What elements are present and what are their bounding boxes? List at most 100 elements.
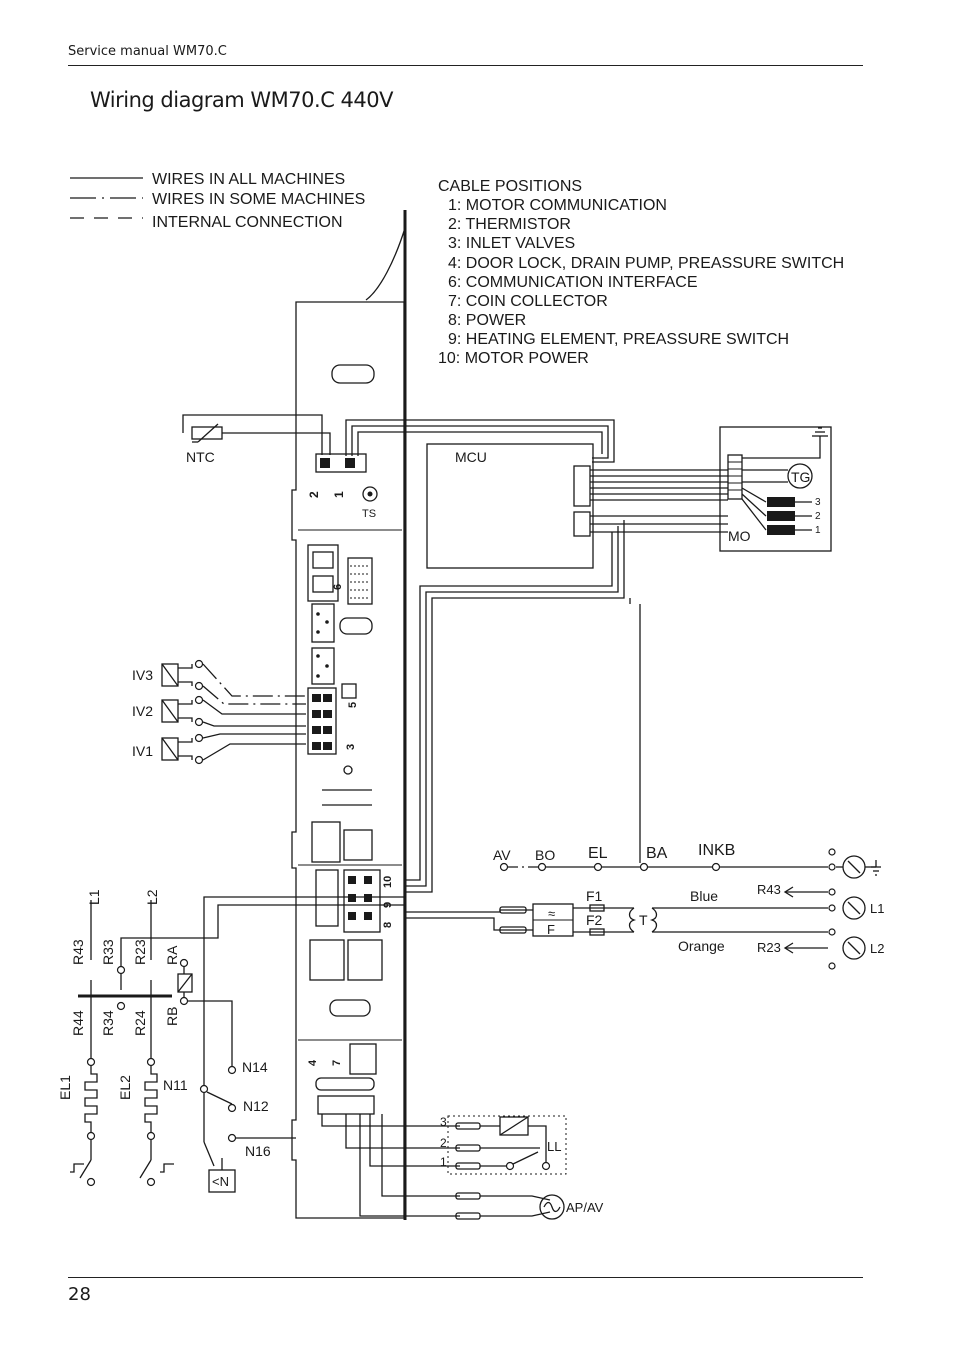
iv1-label: IV1 bbox=[132, 743, 153, 759]
l1-left-label: L1 bbox=[86, 889, 102, 905]
ll-label: LL bbox=[547, 1139, 561, 1154]
r44-label: R44 bbox=[70, 1010, 86, 1036]
ntc-resistor bbox=[191, 426, 223, 440]
n14-label: N14 bbox=[242, 1059, 268, 1075]
mcu-unit: MCU bbox=[345, 419, 728, 893]
pcb-label-4: 4 bbox=[307, 1059, 319, 1066]
fuse-f2 bbox=[589, 928, 605, 936]
connector-pin bbox=[312, 575, 334, 593]
legend-label-some: WIRES IN SOME MACHINES bbox=[152, 191, 365, 208]
t-label: T bbox=[639, 912, 648, 928]
inlet-valves: IV3 IV2 IV1 bbox=[132, 659, 306, 765]
pcb-component bbox=[343, 829, 373, 861]
cable-positions: CABLE POSITIONS 1: MOTOR COMMUNICATION 2… bbox=[438, 178, 844, 367]
cable-position-item: 7: COIN COLLECTOR bbox=[448, 293, 608, 310]
el2-label: EL2 bbox=[117, 1075, 133, 1100]
motor-box bbox=[719, 426, 832, 552]
iv2-label: IV2 bbox=[132, 703, 153, 719]
pcb-label-10: 10 bbox=[382, 876, 394, 888]
mo-terminal-3: 3 bbox=[815, 497, 821, 508]
connector-coin-collector bbox=[311, 603, 335, 643]
motor-winding-2 bbox=[767, 511, 795, 521]
connector-coin-collector bbox=[311, 647, 335, 685]
ts-label: TS bbox=[362, 508, 376, 520]
pcb-relay bbox=[331, 364, 375, 384]
mains-supply: L1 R43 L2 R23 Blue Orange T ≈ F F1 F2 bbox=[405, 848, 884, 970]
f1-label: F1 bbox=[586, 888, 603, 904]
pcb-label-1: 1 bbox=[332, 491, 346, 498]
n11-label: N11 bbox=[163, 1077, 188, 1093]
door-lock-enclosure bbox=[447, 1115, 567, 1175]
pcb-label-8: 8 bbox=[382, 922, 394, 928]
rb-label: RB bbox=[164, 1007, 180, 1026]
n12-label: N12 bbox=[243, 1098, 269, 1114]
el-label: EL bbox=[588, 845, 608, 862]
pcb-component bbox=[315, 869, 339, 927]
ll-pin-3: 3 bbox=[440, 1115, 447, 1129]
pcb-component bbox=[311, 821, 341, 863]
ba-label: BA bbox=[646, 845, 668, 862]
connector-thermistor bbox=[315, 453, 367, 473]
motor-winding-3 bbox=[767, 497, 795, 507]
heating-section: L1 L2 R43 R33 R23 RA R44 R34 R24 RB N14 bbox=[57, 889, 405, 1193]
mcu-connector-top bbox=[573, 465, 591, 507]
l2-left-label: L2 bbox=[144, 889, 160, 905]
n16-label: N16 bbox=[245, 1143, 271, 1159]
pressure-switch-label: <N bbox=[212, 1174, 229, 1189]
ra-label: RA bbox=[164, 945, 180, 965]
pcb-label-2: 2 bbox=[307, 491, 321, 498]
drain-pump-icon bbox=[539, 1194, 565, 1220]
fuse-f1 bbox=[589, 904, 605, 912]
main-pcb: 2 1 TS 6 5 3 bbox=[291, 210, 407, 1220]
pcb-relay-large bbox=[347, 939, 383, 981]
ts-sensor-icon bbox=[362, 486, 378, 502]
cable-position-item: 8: POWER bbox=[448, 312, 526, 329]
mo-label: MO bbox=[728, 528, 751, 544]
tacho-generator-icon bbox=[787, 463, 813, 489]
cable-position-item: 3: INLET VALVES bbox=[448, 235, 575, 252]
f2-label: F2 bbox=[586, 912, 603, 928]
motor-winding-1 bbox=[767, 525, 795, 535]
wire-connector bbox=[499, 906, 527, 914]
mo-terminal-2: 2 bbox=[815, 511, 821, 522]
valve-iv2-coil bbox=[161, 699, 179, 723]
connector-pin bbox=[312, 551, 334, 569]
pcb-label-5: 5 bbox=[347, 702, 359, 708]
pcb-label-6: 6 bbox=[332, 584, 344, 590]
r43-right-label: R43 bbox=[757, 882, 781, 897]
valve-iv3-coil bbox=[161, 663, 179, 687]
pcb-top-wire bbox=[365, 227, 406, 301]
pcb-relay bbox=[329, 999, 371, 1017]
cable-position-item: 2: THERMISTOR bbox=[448, 216, 571, 233]
blue-wire-label: Blue bbox=[690, 888, 718, 904]
iv3-label: IV3 bbox=[132, 667, 153, 683]
connector-power bbox=[343, 869, 381, 933]
r23-right-label: R23 bbox=[757, 940, 781, 955]
pcb-outline bbox=[291, 301, 405, 1219]
heating-element-el1 bbox=[84, 1066, 98, 1132]
ll-pin-1: 1 bbox=[440, 1155, 447, 1169]
legend: WIRES IN ALL MACHINES WIRES IN SOME MACH… bbox=[70, 171, 365, 231]
mcu-connector-bottom bbox=[573, 511, 591, 537]
cable-position-item: 4: DOOR LOCK, DRAIN PUMP, PREASSURE SWIT… bbox=[448, 255, 844, 272]
page-title: Wiring diagram WM70.C 440V bbox=[90, 88, 393, 112]
l1-right-label: L1 bbox=[870, 901, 884, 916]
motor: MO TG 3 2 1 bbox=[719, 426, 832, 552]
ts-sensor-dot bbox=[367, 491, 373, 497]
pcb-test-point bbox=[343, 765, 353, 775]
r34-label: R34 bbox=[100, 1010, 116, 1036]
connector-strip bbox=[315, 1077, 375, 1091]
ntc-thermistor: NTC bbox=[182, 414, 331, 465]
wire-connector bbox=[499, 926, 527, 934]
pcb-component bbox=[341, 683, 357, 699]
mcu-box bbox=[426, 443, 594, 569]
r23-label: R23 bbox=[132, 939, 148, 965]
cable-positions-heading: CABLE POSITIONS bbox=[438, 178, 582, 195]
pcb-chip bbox=[347, 557, 373, 605]
apav-label: AP/AV bbox=[566, 1200, 604, 1215]
filter-symbol: ≈ bbox=[548, 906, 555, 921]
connector-pin bbox=[320, 458, 330, 468]
transformer-coil bbox=[649, 907, 658, 933]
av-label: AV bbox=[493, 847, 511, 863]
l2-right-label: L2 bbox=[870, 941, 884, 956]
